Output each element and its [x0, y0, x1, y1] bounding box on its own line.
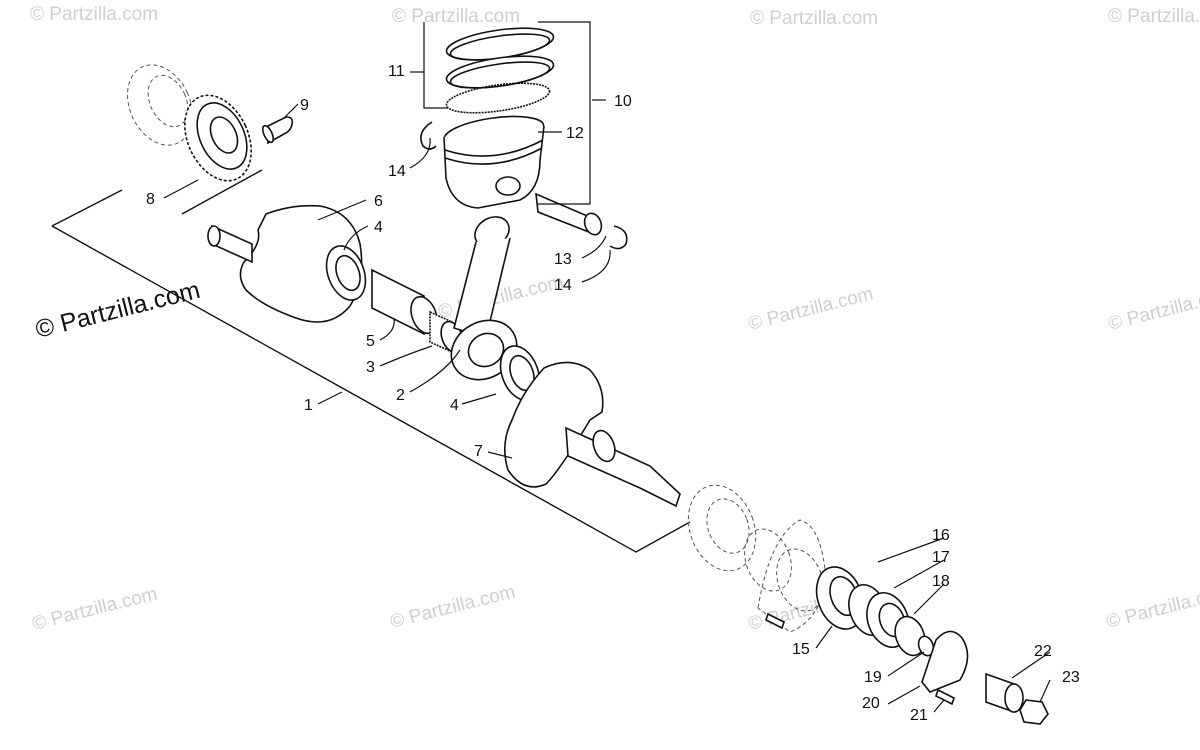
callout-4: 4 [450, 397, 459, 414]
o-ring-19 [917, 635, 935, 657]
callout-11: 11 [388, 63, 405, 80]
seal-18 [894, 615, 926, 657]
spacer-22 [985, 672, 1024, 714]
screw-21 [935, 688, 955, 706]
callout-14: 14 [388, 163, 406, 180]
piston-pin-13 [535, 192, 603, 236]
callout-8: 8 [146, 191, 155, 208]
crank-half-6 [207, 204, 363, 323]
callout-4: 4 [374, 219, 383, 236]
crank-half-7 [504, 361, 681, 508]
callout-labels: 8 9 11 10 12 14 6 4 13 14 5 3 2 4 1 7 15… [146, 63, 1080, 724]
callout-10: 10 [614, 93, 632, 110]
watermark: © Partzilla.com [750, 8, 878, 29]
callout-6: 6 [374, 193, 383, 210]
leader-lines [163, 21, 1051, 713]
bearing-right-dashed [687, 484, 824, 612]
callout-23: 23 [1062, 669, 1080, 686]
callout-20: 20 [862, 695, 880, 712]
nut-23 [1019, 699, 1049, 725]
watermark: © Partzilla.com [1104, 582, 1200, 633]
callout-22: 22 [1034, 643, 1052, 660]
circlip-14-lower [609, 225, 628, 250]
callout-7: 7 [474, 443, 483, 460]
callout-19: 19 [864, 669, 882, 686]
callout-1: 1 [304, 397, 313, 414]
crankshaft-assembly-frame [51, 169, 691, 553]
callout-12: 12 [566, 125, 584, 142]
screw-21-left [765, 612, 785, 630]
circlip-14-upper [420, 121, 437, 150]
gear-8 [184, 94, 252, 182]
callout-14: 14 [554, 277, 572, 294]
callout-2: 2 [396, 387, 405, 404]
thrust-washer-4-upper [325, 245, 367, 301]
callout-3: 3 [366, 359, 375, 376]
piston-12 [443, 115, 545, 209]
callout-13: 13 [554, 251, 572, 268]
callout-17: 17 [932, 549, 950, 566]
watermark: © Partzilla.com [30, 4, 158, 25]
dowel-pin-9 [261, 116, 294, 145]
watermark-left: © Partzilla.com [33, 276, 203, 344]
watermark: © Partzilla.com [388, 582, 517, 633]
retainer-plate-20 [921, 630, 969, 693]
callout-21: 21 [910, 707, 928, 724]
callout-15: 15 [792, 641, 810, 658]
watermark: © Partzilla.com [30, 584, 159, 635]
callout-9: 9 [300, 97, 309, 114]
watermark: © Partzilla.com [1108, 6, 1200, 27]
ball-bearing-left [127, 64, 193, 146]
watermark: © Partzilla.com [746, 284, 875, 335]
watermark: © Partzilla.com [1106, 284, 1200, 335]
callout-5: 5 [366, 333, 375, 350]
callout-18: 18 [932, 573, 950, 590]
piston-rings-11 [445, 27, 555, 114]
watermark: © Partzilla.com [392, 6, 520, 27]
callout-16: 16 [932, 527, 950, 544]
